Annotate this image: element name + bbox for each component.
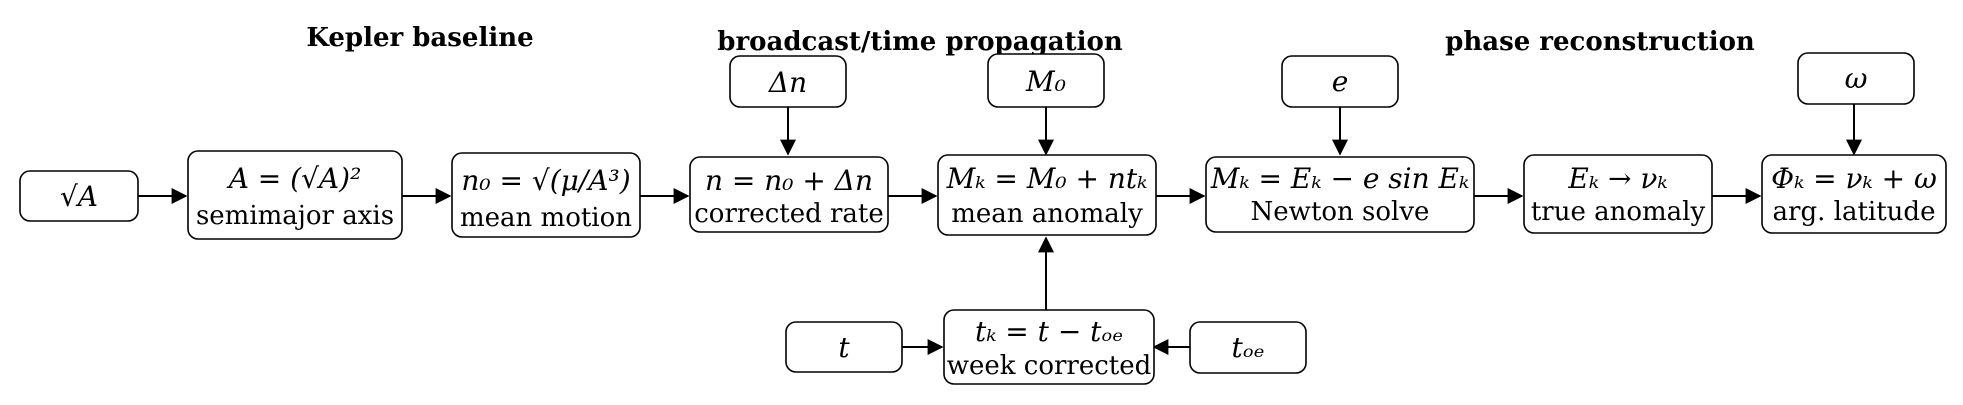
node-M0-label: M₀ xyxy=(1025,65,1066,98)
node-t-label: t xyxy=(838,331,850,364)
node-omega: ω xyxy=(1797,52,1915,105)
node-omega-label: ω xyxy=(1845,62,1868,95)
edges xyxy=(138,104,1862,355)
node-sqrtA: √A xyxy=(19,170,139,222)
section-broadcast-time-propagation: broadcast/time propagation xyxy=(717,27,1123,57)
node-semimajor: A = (√A)² semimajor axis xyxy=(187,150,403,240)
node-meanmotion: n₀ = √(μ/A³) mean motion xyxy=(451,152,641,238)
node-meananomaly-formula: Mₖ = M₀ + ntₖ xyxy=(946,162,1148,195)
node-arglat-formula: Φₖ = νₖ + ω xyxy=(1771,162,1937,195)
node-meanmotion-caption: mean motion xyxy=(460,203,632,233)
node-corrected-formula: n = n₀ + Δn xyxy=(705,164,873,197)
node-tk: tₖ = t − tₒₑ week corrected xyxy=(943,309,1155,385)
node-trueanomaly-caption: true anomaly xyxy=(1531,197,1706,227)
node-semimajor-formula: A = (√A)² xyxy=(226,162,362,195)
section-kepler-baseline: Kepler baseline xyxy=(306,23,533,53)
node-corrected: n = n₀ + Δn corrected rate xyxy=(689,156,889,233)
node-tk-caption: week corrected xyxy=(947,351,1152,381)
node-newton: Mₖ = Eₖ − e sin Eₖ Newton solve xyxy=(1205,156,1475,233)
node-meananomaly: Mₖ = M₀ + ntₖ mean anomaly xyxy=(937,154,1157,236)
node-toe-label: tₒₑ xyxy=(1232,331,1265,364)
section-phase-reconstruction: phase reconstruction xyxy=(1445,27,1755,57)
node-M0: M₀ xyxy=(987,53,1105,108)
node-newton-caption: Newton solve xyxy=(1251,197,1430,227)
node-corrected-caption: corrected rate xyxy=(694,199,884,229)
node-meanmotion-formula: n₀ = √(μ/A³) xyxy=(461,164,630,197)
node-trueanomaly: Eₖ → νₖ true anomaly xyxy=(1523,154,1713,234)
node-tk-formula: tₖ = t − tₒₑ xyxy=(975,315,1123,348)
node-e-label: e xyxy=(1332,65,1349,98)
node-trueanomaly-formula: Eₖ → νₖ xyxy=(1567,162,1667,195)
node-arglat-caption: arg. latitude xyxy=(1773,197,1936,227)
node-deltan: Δn xyxy=(729,55,847,108)
node-e: e xyxy=(1281,55,1399,108)
node-t: t xyxy=(785,321,903,373)
node-deltan-label: Δn xyxy=(768,66,807,99)
node-toe: tₒₑ xyxy=(1189,321,1307,374)
node-sqrtA-label: √A xyxy=(60,180,98,213)
node-semimajor-caption: semimajor axis xyxy=(196,201,394,231)
node-newton-formula: Mₖ = Eₖ − e sin Eₖ xyxy=(1210,162,1469,195)
node-meananomaly-caption: mean anomaly xyxy=(951,199,1143,229)
node-arglat: Φₖ = νₖ + ω arg. latitude xyxy=(1761,154,1947,234)
